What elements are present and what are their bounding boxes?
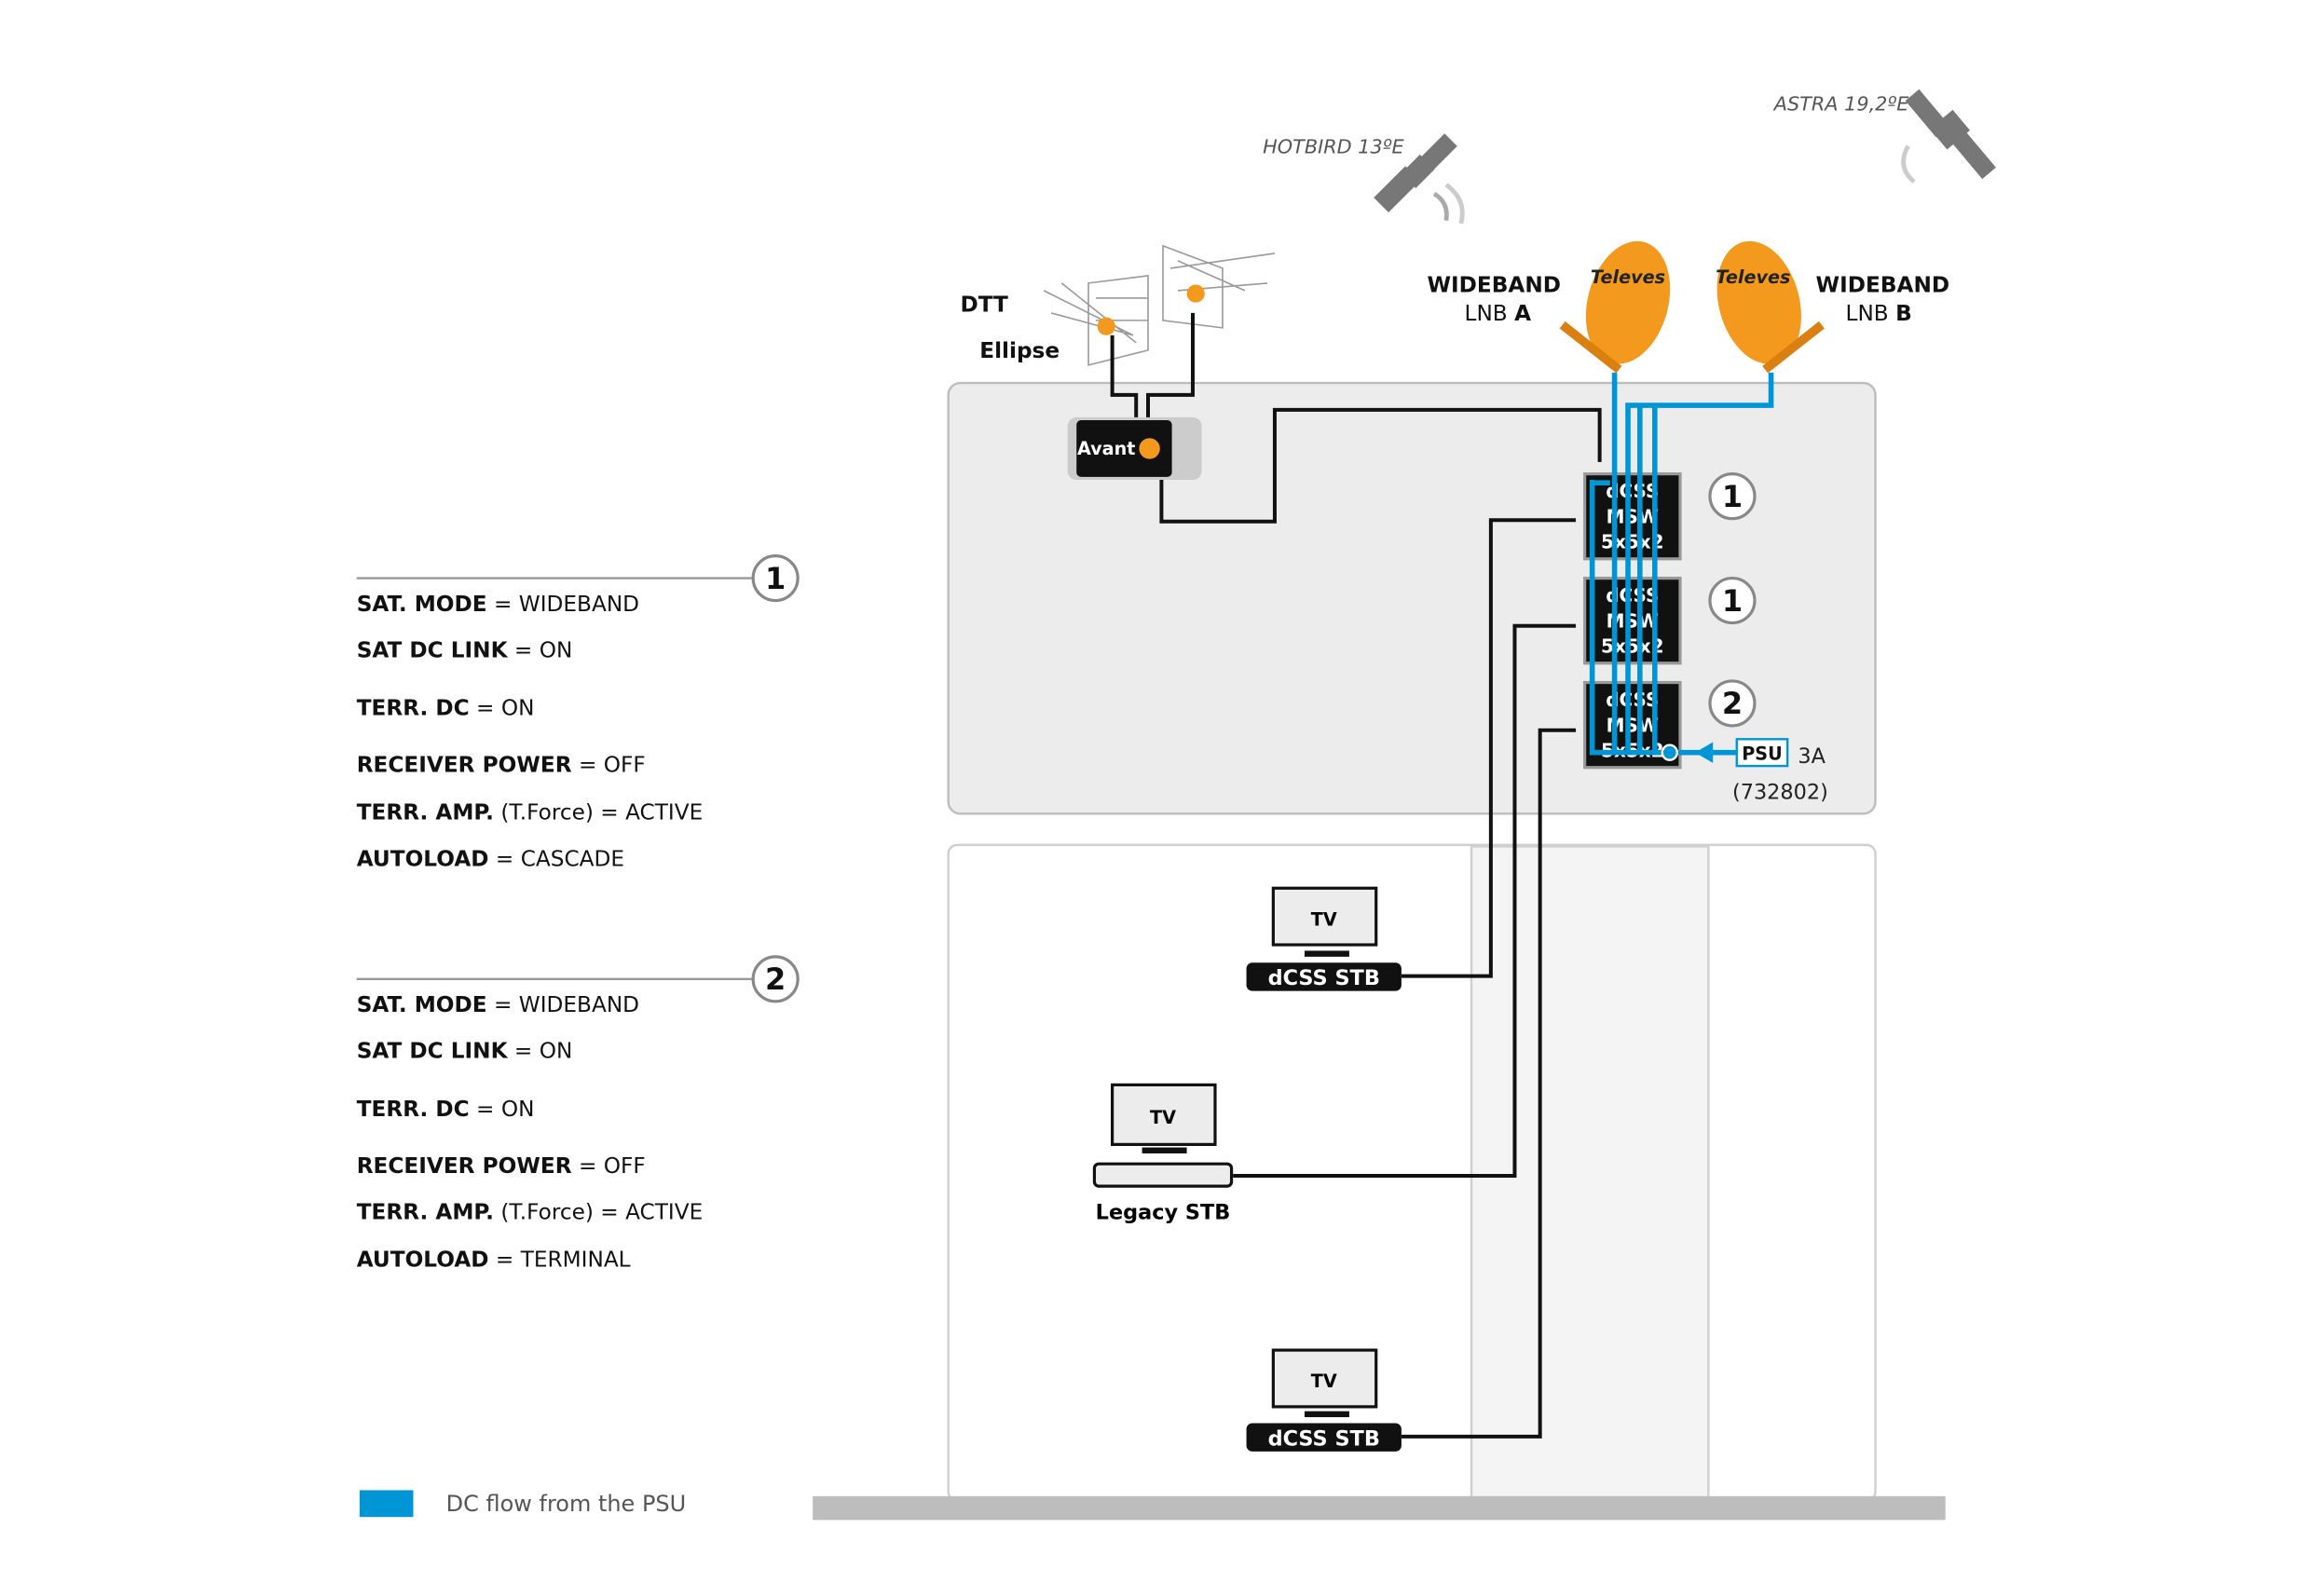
- svg-text:RECEIVER POWER = OFF: RECEIVER POWER = OFF: [357, 1153, 646, 1179]
- svg-text:TERR. AMP. (T.Force) = ACTIVE: TERR. AMP. (T.Force) = ACTIVE: [357, 1199, 704, 1224]
- multiswitch-1: dCSS MSW 5x5x2: [1583, 576, 1682, 665]
- tv-dcss-stb-1: TV dCSS STB: [1246, 886, 1402, 991]
- svg-text:2: 2: [765, 962, 786, 997]
- psu-label: PSU: [1742, 743, 1782, 765]
- svg-text:1: 1: [1722, 583, 1743, 619]
- svg-text:TV: TV: [1311, 908, 1337, 930]
- psu-injection-point: [1661, 743, 1679, 761]
- arrow-left-icon: [1694, 742, 1714, 763]
- psu-current: 3A: [1798, 744, 1826, 769]
- config-badge: 1: [1708, 576, 1757, 625]
- config-badge: 1: [1708, 472, 1757, 521]
- riser-column: [1470, 845, 1710, 1501]
- dc-flow-lines: [1589, 372, 1774, 756]
- svg-text:TERR. DC = ON: TERR. DC = ON: [357, 1097, 535, 1122]
- svg-text:1: 1: [1722, 479, 1743, 514]
- psu-box: [1735, 738, 1789, 768]
- config-panel-2: 2 SAT. MODE = WIDEBAND SAT DC LINK = ON …: [357, 955, 800, 1273]
- svg-text:AUTOLOAD = TERMINAL: AUTOLOAD = TERMINAL: [357, 1248, 631, 1273]
- lower-floors: [947, 843, 1877, 1502]
- lnb-b-line2: LNB B: [1846, 301, 1912, 326]
- svg-text:dCSS STB: dCSS STB: [1268, 1426, 1380, 1451]
- dtt-label: DTT: [960, 292, 1008, 317]
- psu-ref: (732802): [1732, 780, 1828, 804]
- dish-a-icon: Televes: [1559, 240, 1671, 374]
- dtt-antenna-icon: [1043, 244, 1276, 366]
- svg-text:TERR. AMP. (T.Force) = ACTIVE: TERR. AMP. (T.Force) = ACTIVE: [357, 800, 704, 825]
- svg-text:TERR. DC = ON: TERR. DC = ON: [357, 696, 535, 721]
- svg-text:2: 2: [1722, 686, 1743, 721]
- satellite-icon: [1901, 89, 1996, 184]
- lnb-a-line2: LNB A: [1465, 301, 1532, 326]
- legend-swatch: [359, 1490, 414, 1518]
- floor-slab: [813, 1495, 1946, 1521]
- ellipse-label: Ellipse: [979, 338, 1060, 363]
- tv-dcss-stb-2: TV dCSS STB: [1246, 1348, 1402, 1452]
- avant-x-amplifier: Avant: [1067, 416, 1202, 481]
- svg-text:Legacy STB: Legacy STB: [1096, 1200, 1231, 1224]
- lnb-a-line1: WIDEBAND: [1427, 272, 1561, 297]
- dish-brand: Televes: [1716, 266, 1790, 288]
- lnb-b-line1: WIDEBAND: [1816, 272, 1950, 297]
- satellite-icon: [1374, 133, 1465, 225]
- legend-label: DC flow from the PSU: [446, 1491, 687, 1517]
- svg-text:Avant: Avant: [1077, 438, 1135, 459]
- tv-legacy-stb: TV Legacy STB: [1092, 1083, 1234, 1224]
- multiswitch-0: dCSS MSW 5x5x2: [1583, 472, 1682, 561]
- svg-text:TV: TV: [1150, 1107, 1176, 1128]
- hotbird-label: HOTBIRD 13ºE: [1263, 136, 1404, 158]
- svg-text:TV: TV: [1311, 1371, 1337, 1392]
- svg-text:dCSS STB: dCSS STB: [1268, 966, 1380, 990]
- svg-text:AUTOLOAD = CASCADE: AUTOLOAD = CASCADE: [357, 846, 624, 871]
- coax-cables: [1110, 312, 1602, 1439]
- svg-text:SAT DC LINK = ON: SAT DC LINK = ON: [357, 1039, 573, 1064]
- svg-text:SAT DC LINK = ON: SAT DC LINK = ON: [357, 637, 573, 662]
- svg-text:SAT. MODE = WIDEBAND: SAT. MODE = WIDEBAND: [357, 592, 639, 617]
- dish-b-icon: Televes: [1716, 240, 1825, 374]
- config-badge: 2: [1708, 679, 1757, 728]
- dish-brand: Televes: [1591, 266, 1665, 288]
- svg-text:SAT. MODE = WIDEBAND: SAT. MODE = WIDEBAND: [357, 992, 639, 1017]
- svg-text:RECEIVER POWER = OFF: RECEIVER POWER = OFF: [357, 753, 646, 778]
- config-panel-1: 1 SAT. MODE = WIDEBAND SAT DC LINK = ON …: [357, 553, 800, 871]
- astra-label: ASTRA 19,2ºE: [1772, 92, 1909, 115]
- svg-text:1: 1: [765, 561, 786, 596]
